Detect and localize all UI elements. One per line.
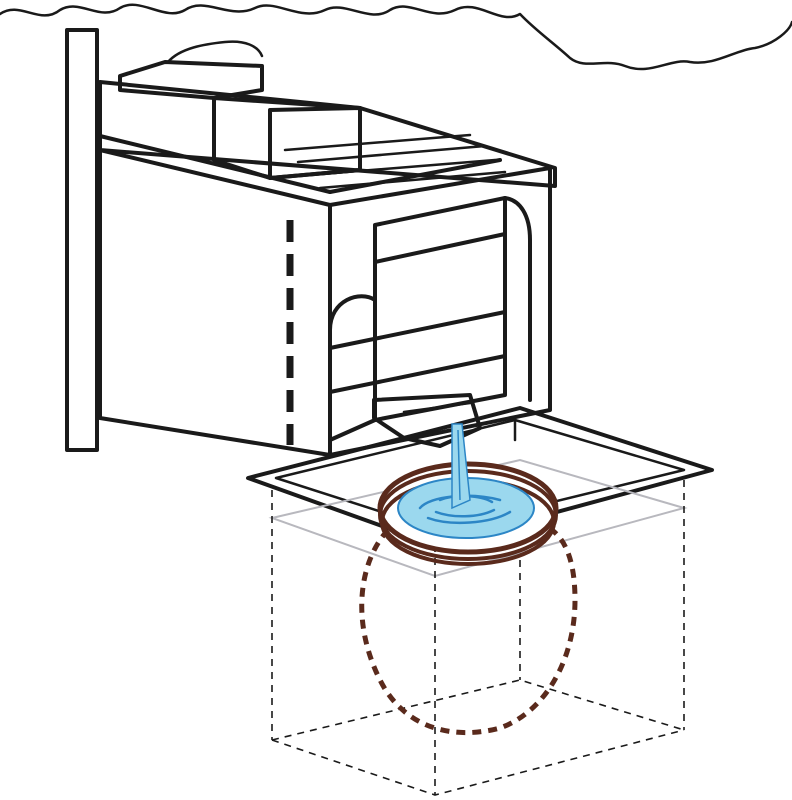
clay-pot — [377, 461, 559, 566]
water-stream — [451, 423, 471, 510]
stacked-bricks — [118, 40, 362, 180]
support-post — [65, 28, 99, 452]
refrigeration-cabinet — [98, 80, 557, 457]
buried-pot-outline — [359, 528, 578, 736]
drip-spout — [372, 393, 482, 448]
cloud — [0, 3, 792, 71]
